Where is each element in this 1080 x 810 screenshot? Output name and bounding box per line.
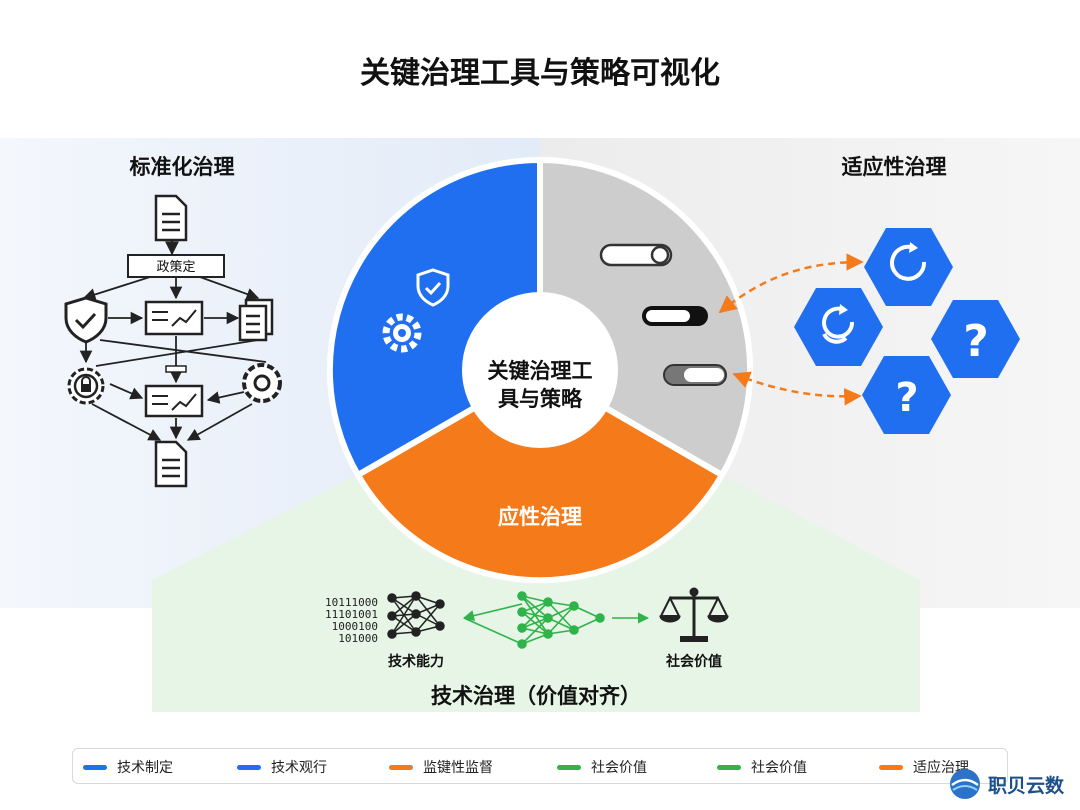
bottom-panel-heading: 技术治理（价值对齐） [431,684,641,708]
social-value-label: 社会价值 [665,653,722,670]
binary-code: 10111000 11101001 1000100 101000 [325,596,378,645]
legend-swatch [717,764,741,770]
legend-swatch [237,764,261,770]
hub-label-line1: 关键治理工 [488,359,593,383]
bottom-panel-bg [152,458,920,712]
gear-icon [242,363,282,403]
watermark-text: 职贝云数 [988,774,1065,797]
toggle-switch-on [599,243,673,267]
right-panel-heading: 适应性治理 [842,155,947,179]
tech-capability-label: 技术能力 [388,653,444,670]
tag-icon [165,365,187,373]
wheel-hub [462,292,618,448]
hex-refresh-icon [864,228,953,306]
shield-check-icon [416,268,450,307]
report-chart-icon [144,384,204,418]
legend-item: 技术观行 [237,757,327,777]
dashed-arrow [718,253,864,314]
gear-icon [382,313,422,353]
document-icon [154,194,188,242]
orange-segment-label: 应性治理 [498,505,582,529]
legend-label: 社会价值 [751,760,807,776]
binary-line: 11101001 [325,608,378,621]
scales-of-justice-icon [659,587,729,642]
neural-network-icon [387,591,445,639]
strategy-wheel [326,156,754,584]
toggle-switch-off [663,364,727,386]
hex-question-icon: ? [931,300,1020,378]
legend-item: 社会价值 [717,757,807,777]
binary-line: 10111000 [325,596,378,609]
legend-swatch [389,764,413,770]
legend-label: 适应治理 [913,760,969,776]
legend-label: 社会价值 [591,760,647,776]
legend-swatch [879,764,903,770]
hub-label-line2: 具与策略 [498,387,583,411]
legend-item: 监键性监督 [389,757,493,777]
legend: 技术制定 技术观行 监键性监督 社会价值 社会价值 适应治理 [72,748,1008,784]
gear-lock-icon [67,367,105,405]
wheel-segment-orange [353,366,727,584]
watermark-logo-icon [950,769,980,799]
legend-label: 监键性监督 [423,760,493,776]
legend-swatch [83,764,107,770]
left-panel-heading: 标准化治理 [130,155,235,179]
svg-text:?: ? [963,316,989,367]
legend-label: 技术观行 [271,760,327,776]
report-chart-icon [144,300,204,336]
legend-label: 技术制定 [117,760,173,776]
binary-line: 1000100 [332,620,378,633]
svg-text:?: ? [895,375,918,421]
watermark: 职贝云数 [948,764,1064,804]
legend-swatch [557,764,581,770]
dashed-arrow [732,371,862,406]
hex-question-icon: ? [862,356,951,434]
legend-item: 技术制定 [83,757,173,777]
documents-stack-icon [238,298,274,342]
policy-label: 政策定 [156,259,195,275]
shield-check-icon [64,296,108,344]
page-title: 关键治理工具与策略可视化 [360,56,720,91]
hex-cycle-icon [794,288,883,366]
green-neural-network [462,591,650,649]
legend-item: 适应治理 [879,757,969,777]
legend-item: 社会价值 [557,757,647,777]
toggle-switch-dark [642,306,708,326]
document-icon [154,440,188,488]
binary-line: 101000 [338,632,378,645]
